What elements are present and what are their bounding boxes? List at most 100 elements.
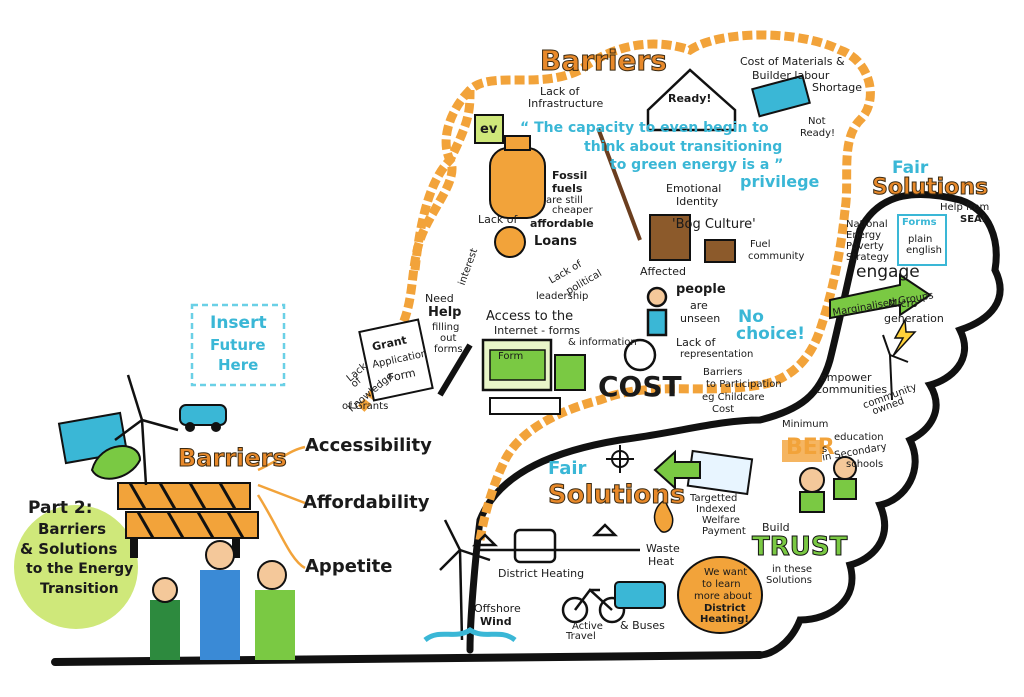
- part-subtitle-1: Barriers: [38, 520, 106, 538]
- active-2: Travel: [566, 631, 596, 642]
- fair-bottom-1: Fair: [548, 458, 587, 479]
- participation-3: eg Childcare: [702, 392, 765, 403]
- engage-arrow: [829, 273, 932, 320]
- participation-2: to Participation: [706, 379, 782, 390]
- strategy-3: Poverty: [846, 241, 884, 252]
- part-title: Part 2:: [28, 498, 93, 518]
- rope-border-mid: [475, 209, 850, 541]
- part-subtitle-4: Transition: [40, 581, 119, 597]
- district-heating-icon: [471, 523, 640, 564]
- insert-line1: Insert: [210, 313, 267, 333]
- part-subtitle-2: & Solutions: [20, 540, 118, 558]
- bicycle-icon: [561, 588, 626, 624]
- ber-3: s: [822, 444, 828, 455]
- form-label: Form: [498, 351, 524, 362]
- insert-line2: Future: [210, 336, 266, 354]
- people-icon: [799, 456, 857, 513]
- leaf-icon: [90, 445, 142, 480]
- raised-hands-icon: [150, 540, 295, 660]
- ber-1: Minimum: [782, 419, 829, 430]
- part-subtitle-3: to the Energy: [26, 561, 134, 577]
- cost-materials-2: Builder labour: [752, 69, 830, 82]
- trust-1: Build: [762, 521, 790, 534]
- loans-2: affordable: [530, 217, 594, 230]
- seai-2: SEAI: [960, 214, 986, 225]
- access-2: Internet - forms: [494, 324, 581, 337]
- emotional-2: Identity: [676, 195, 719, 208]
- fuel-1: Fuel: [750, 239, 771, 250]
- quote-line3: to green energy is a ”: [610, 157, 784, 173]
- speech-bubble: [677, 556, 763, 634]
- lightning-icon: [892, 317, 917, 357]
- seai-1: Help from: [940, 202, 990, 213]
- branch-lines: [256, 445, 306, 570]
- education-3: schools: [846, 459, 884, 470]
- ev-sign-icon: [474, 114, 504, 144]
- ev-label: ev: [480, 122, 498, 137]
- loans-1: Lack of: [478, 213, 518, 226]
- strategy-1: National: [846, 219, 888, 230]
- offshore-2: Wind: [480, 615, 512, 628]
- rope-border-top: [410, 30, 875, 271]
- fair-bottom-2: Solutions: [547, 480, 686, 510]
- micro-2: generation: [884, 312, 944, 325]
- empower-2: communities: [816, 383, 888, 396]
- active-3: & Buses: [620, 619, 665, 632]
- fair-right-1: Fair: [892, 158, 929, 178]
- wind-turbine-left-icon: [114, 374, 179, 486]
- infra-label-1: Lack of: [540, 85, 580, 98]
- insert-future-box: [190, 303, 286, 387]
- representation-1: Lack of: [676, 336, 716, 349]
- bus-icon: [614, 581, 666, 609]
- strategy-4: Strategy: [846, 252, 889, 263]
- not-ready-2: Ready!: [800, 128, 836, 139]
- roadblock-icon: [117, 482, 259, 558]
- cost-materials-3: Shortage: [812, 81, 863, 94]
- target-icon: [606, 445, 634, 473]
- payment-card-icon: [653, 449, 754, 496]
- welfare-1: Targetted: [690, 493, 738, 504]
- quote-line2: think about transitioning: [584, 139, 783, 155]
- gas-tank-icon: [489, 135, 546, 219]
- offshore-turbine-icon: [423, 519, 517, 643]
- active-1: Active: [572, 621, 603, 632]
- grant-form-icon: [358, 318, 434, 402]
- quote-line1: “ The capacity to even begin to: [520, 120, 769, 136]
- affected-2: people: [676, 282, 726, 297]
- offshore-1: Offshore: [474, 602, 521, 615]
- bubble-2: to learn: [702, 579, 741, 590]
- need-help-1: Need: [425, 292, 454, 305]
- accessibility-label: Accessibility: [305, 435, 432, 456]
- cost-big: COST: [598, 370, 682, 403]
- need-help-3: filling: [432, 322, 460, 333]
- peat-shovel-icon: [596, 127, 736, 263]
- bubble-4: District: [704, 603, 746, 614]
- representation-2: representation: [680, 349, 754, 360]
- car-icon: [179, 404, 227, 432]
- barriers-left-heading: Barriers: [178, 444, 288, 472]
- political-3: leadership: [536, 291, 589, 302]
- forms-3: english: [906, 245, 942, 256]
- wheelchair-icon: [623, 286, 668, 372]
- need-help-2: Help: [428, 305, 462, 320]
- empower-1: empower: [820, 371, 872, 384]
- affordability-label: Affordability: [303, 492, 430, 513]
- knowledge-4: of Grants: [342, 401, 389, 412]
- not-ready-1: Not: [808, 116, 826, 127]
- participation-1: Barriers: [703, 367, 743, 378]
- participation-4: Cost: [712, 404, 735, 415]
- appetite-label: Appetite: [305, 556, 393, 577]
- pen-icon: [437, 343, 473, 397]
- bubble-1: We want: [704, 567, 748, 578]
- insert-line3: Here: [218, 356, 259, 374]
- fair-right-2: Solutions: [871, 175, 989, 200]
- cost-materials-1: Cost of Materials &: [740, 55, 845, 68]
- part-circle: [14, 505, 138, 629]
- ground-line: [51, 651, 764, 666]
- fossil-4: cheaper: [552, 205, 593, 216]
- bubble-5: Heating!: [700, 614, 749, 625]
- quote-line4: privilege: [740, 172, 820, 191]
- access-1: Access to the: [486, 309, 574, 324]
- trust-2: TRUST: [751, 532, 848, 562]
